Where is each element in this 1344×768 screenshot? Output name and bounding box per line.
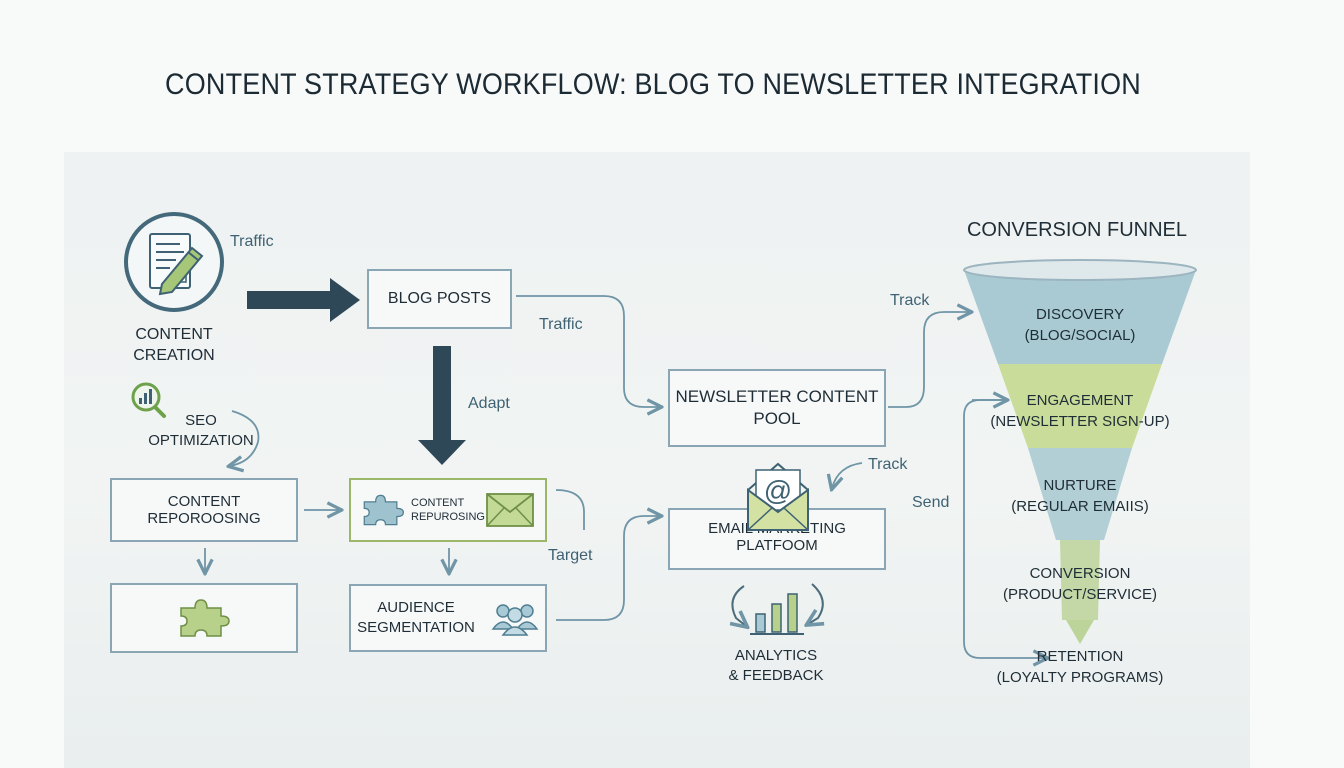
analytics-label: ANALYTICS & FEEDBACK <box>728 647 824 684</box>
stage-sub: (REGULAR EMAIIS) <box>1011 498 1149 515</box>
edge-seo-loop <box>230 410 260 466</box>
edge-segmentation-to-email <box>556 516 660 621</box>
svg-text:@: @ <box>764 475 792 506</box>
content-repurposing-left-label: CONTENT REPOROOSING <box>147 493 261 527</box>
stage-sub: (PRODUCT/SERVICE) <box>1003 586 1157 603</box>
stage-name: DISCOVERY <box>1035 306 1125 323</box>
edge-label-track-mid: Track <box>868 456 908 473</box>
newsletter-pool-label: NEWSLETTER CONTENT POOL <box>675 387 879 428</box>
stage-sub: (BLOG/SOCIAL) <box>1024 327 1136 344</box>
audience-segmentation-node[interactable]: AUDIENCE SEGMENTATION <box>349 584 547 652</box>
seo-label: SEO OPTIMIZATION <box>148 412 254 449</box>
analytics-arrow-right <box>808 583 823 624</box>
funnel-stage-conversion: CONVERSION (PRODUCT/SERVICE) <box>980 563 1180 605</box>
funnel-stage-nurture: NURTURE (REGULAR EMAIIS) <box>980 475 1180 517</box>
puzzle-node[interactable] <box>110 583 298 653</box>
stage-name: RETENTION <box>1036 648 1124 665</box>
funnel-stage-engagement: ENGAGEMENT (NEWSLETTER SIGN-UP) <box>980 390 1180 432</box>
page-title: CONTENT STRATEGY WORKFLOW: BLOG TO NEWSL… <box>165 68 1141 101</box>
funnel-discovery <box>964 270 1196 364</box>
funnel-nurture <box>1028 448 1132 540</box>
edge-label-traffic-mid: Traffic <box>539 316 583 333</box>
content-repurposing-left-node[interactable]: CONTENT REPOROOSING <box>110 478 298 542</box>
magnifier-chart-icon <box>126 380 176 420</box>
newsletter-pool-node[interactable]: NEWSLETTER CONTENT POOL <box>668 369 886 447</box>
stage-name: ENGAGEMENT <box>1026 392 1134 409</box>
people-icon <box>491 604 539 636</box>
analytics-chart-icon <box>748 590 806 638</box>
puzzle-icon <box>363 494 404 526</box>
document-pencil-icon <box>122 210 226 314</box>
arrow-creation-to-blog <box>247 278 360 322</box>
edge-target-bracket <box>555 489 585 530</box>
blog-posts-node[interactable]: BLOG POSTS <box>367 269 512 329</box>
edge-label-send: Send <box>912 494 950 511</box>
funnel-rim <box>963 259 1197 281</box>
content-repurposing-mid-node[interactable]: CONTENT REPUROSING <box>349 478 547 542</box>
edge-blog-to-newsletter <box>516 295 660 407</box>
edge-label-adapt: Adapt <box>468 395 510 412</box>
envelope-icon <box>486 493 534 527</box>
funnel-stage-retention: RETENTION (LOYALTY PROGRAMS) <box>980 646 1180 688</box>
stage-sub: (LOYALTY PROGRAMS) <box>996 669 1164 686</box>
stage-sub: (NEWSLETTER SIGN-UP) <box>990 413 1170 430</box>
funnel-title: CONVERSION FUNNEL <box>966 219 1188 241</box>
analytics-arrow-left <box>732 585 746 626</box>
funnel-stage-discovery: DISCOVERY (BLOG/SOCIAL) <box>980 304 1180 346</box>
email-at-icon: @ <box>744 460 812 532</box>
blog-posts-label: BLOG POSTS <box>387 290 492 307</box>
edge-newsletter-to-funnel <box>888 312 970 408</box>
puzzle-icon <box>180 599 230 637</box>
arrow-blog-to-repurposing <box>418 346 466 465</box>
edge-track-loop <box>832 462 863 488</box>
funnel-conversion <box>1060 540 1100 620</box>
content-creation-label: CONTENT CREATION <box>133 326 215 364</box>
edge-label-track-top: Track <box>890 292 930 309</box>
audience-segmentation-label: AUDIENCE SEGMENTATION <box>357 599 475 636</box>
funnel-retention-tip <box>1066 620 1094 644</box>
content-repurposing-mid-label: CONTENT REPUROSING <box>411 497 485 523</box>
edge-label-traffic-top: Traffic <box>230 233 274 250</box>
edge-label-target: Target <box>548 547 593 564</box>
stage-name: NURTURE <box>1043 477 1117 494</box>
stage-name: CONVERSION <box>1029 565 1131 582</box>
funnel-engagement <box>998 364 1162 448</box>
